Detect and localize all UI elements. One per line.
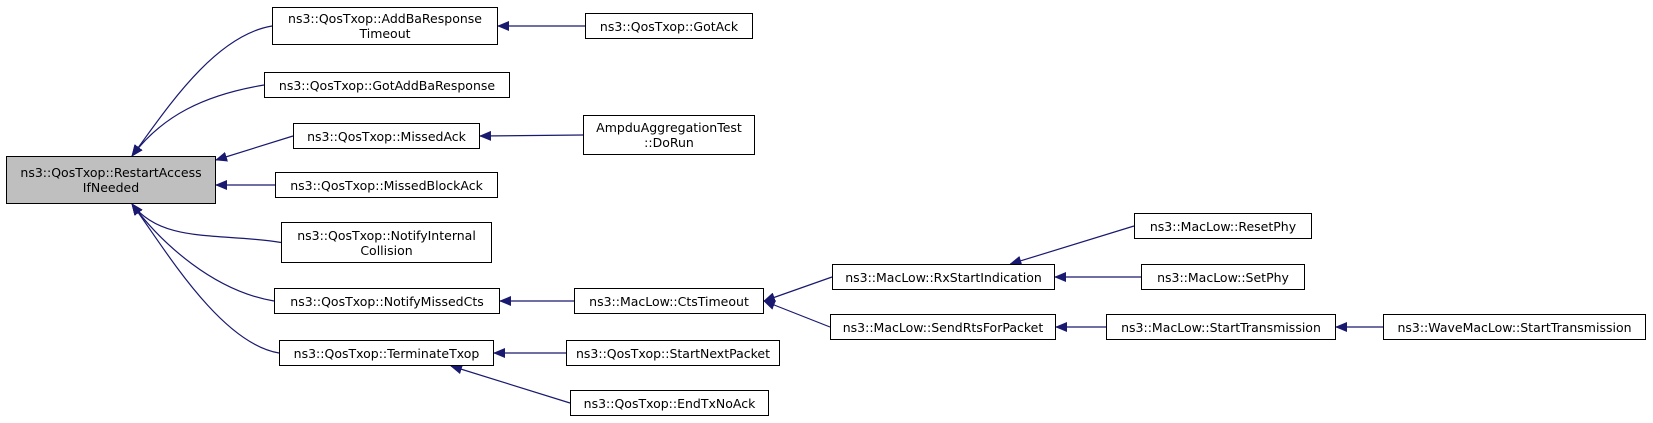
node-label-line2: Timeout (359, 26, 411, 41)
edge-endtxnoack-to-terminatetxop (450, 364, 571, 404)
edge-missedack-to-restart (215, 135, 294, 162)
node-label: ns3::MacLow::StartTransmission (1121, 319, 1321, 335)
node-label: ns3::QosTxop::EndTxNoAck (583, 395, 756, 411)
node-label-line1: ns3::QosTxop::RestartAccess (20, 165, 202, 180)
node-label: ns3::QosTxop::GotAddBaResponse (278, 77, 496, 93)
node-wave-maclow-start-transmission[interactable]: ns3::WaveMacLow::StartTransmission (1383, 314, 1646, 340)
node-got-add-ba-response[interactable]: ns3::QosTxop::GotAddBaResponse (264, 72, 510, 98)
node-maclow-send-rts-for-packet[interactable]: ns3::MacLow::SendRtsForPacket (830, 314, 1056, 340)
edge-terminatetxop-to-restart (131, 203, 280, 354)
node-start-next-packet[interactable]: ns3::QosTxop::StartNextPacket (566, 340, 780, 366)
node-label: ns3::MacLow::RxStartIndication (845, 269, 1042, 285)
node-end-tx-no-ack[interactable]: ns3::QosTxop::EndTxNoAck (570, 390, 769, 416)
node-label: ns3::MacLow::SetPhy (1157, 269, 1289, 285)
node-label-line1: ns3::QosTxop::NotifyInternal (297, 227, 476, 243)
edge-addba_timeout-to-restart (131, 25, 273, 157)
node-label: ns3::MacLow::SendRtsForPacket (842, 319, 1044, 335)
node-maclow-cts-timeout[interactable]: ns3::MacLow::CtsTimeout (574, 288, 764, 314)
node-maclow-rx-start-indication[interactable]: ns3::MacLow::RxStartIndication (832, 264, 1055, 290)
node-restart-access-if-needed: ns3::QosTxop::RestartAccess IfNeeded (6, 156, 216, 204)
node-label-line1: ns3::QosTxop::AddBaResponse (288, 11, 482, 26)
node-label: ns3::QosTxop::GotAck (599, 18, 739, 34)
node-add-ba-response-timeout[interactable]: ns3::QosTxop::AddBaResponse Timeout (272, 7, 498, 45)
node-label: ns3::QosTxop::MissedAck (307, 128, 466, 144)
node-notify-internal-collision[interactable]: ns3::QosTxop::NotifyInternal Collision (281, 222, 492, 263)
node-label: ns3::QosTxop::NotifyMissedCts (290, 293, 484, 309)
node-maclow-set-phy[interactable]: ns3::MacLow::SetPhy (1141, 264, 1305, 290)
node-label-line1: AmpduAggregationTest (596, 120, 742, 135)
node-label: ns3::QosTxop::TerminateTxop (293, 345, 480, 361)
node-label-line2: IfNeeded (82, 180, 140, 195)
edge-ampdu-to-missedack (479, 130, 584, 141)
node-ampdu-aggregation-test-dorun[interactable]: AmpduAggregationTest ::DoRun (583, 115, 755, 155)
node-label: ns3::QosTxop::MissedBlockAck (290, 177, 483, 193)
node-terminate-txop[interactable]: ns3::QosTxop::TerminateTxop (279, 340, 494, 366)
edge-notifymissedcts-to-restart (131, 203, 275, 302)
node-got-ack[interactable]: ns3::QosTxop::GotAck (585, 13, 753, 39)
node-label: ns3::QosTxop::StartNextPacket (575, 345, 770, 361)
edge-rxstart-to-ctstimeout (763, 276, 833, 303)
node-maclow-start-transmission[interactable]: ns3::MacLow::StartTransmission (1106, 314, 1336, 340)
node-label: ns3::MacLow::CtsTimeout (589, 293, 749, 309)
node-notify-missed-cts[interactable]: ns3::QosTxop::NotifyMissedCts (274, 288, 500, 314)
node-label-line2: ::DoRun (644, 135, 694, 150)
edge-notifyinternal-to-restart (131, 203, 282, 244)
edge-sendrts-to-ctstimeout (763, 300, 831, 328)
edge-resetphy-to-rxstart (1009, 225, 1135, 266)
node-label: ns3::MacLow::ResetPhy (1149, 218, 1297, 234)
node-label: ns3::WaveMacLow::StartTransmission (1397, 319, 1632, 335)
node-maclow-reset-phy[interactable]: ns3::MacLow::ResetPhy (1134, 213, 1312, 239)
edge-gotaddba-to-restart (131, 84, 265, 157)
node-missed-ack[interactable]: ns3::QosTxop::MissedAck (293, 123, 480, 149)
node-missed-block-ack[interactable]: ns3::QosTxop::MissedBlockAck (275, 172, 498, 198)
node-label-line2: Collision (360, 242, 413, 258)
